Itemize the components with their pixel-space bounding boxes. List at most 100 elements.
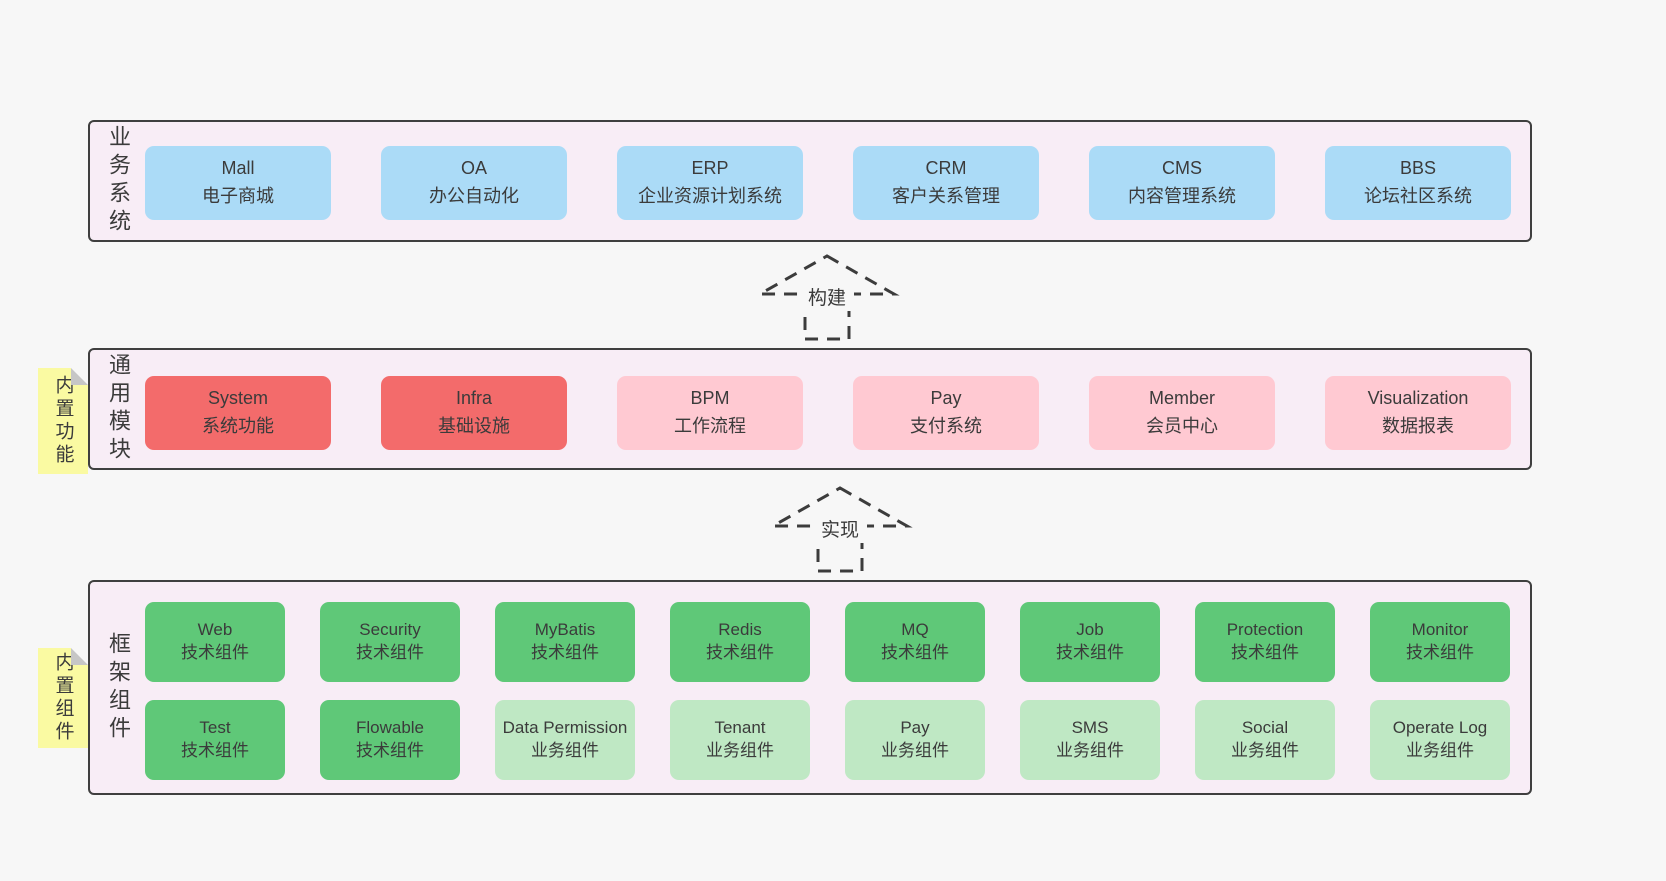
box-bpm: BPM 工作流程 [617,376,803,450]
box-title: BPM [690,388,730,409]
box-title: Test [199,718,231,738]
build-arrow: 构建 [754,254,900,341]
box-title: Operate Log [1392,718,1488,738]
box-subtitle: 支付系统 [910,416,982,436]
box-redis: Redis 技术组件 [670,602,810,682]
box-subtitle: 系统功能 [202,416,274,436]
component-boxes-row2: Test 技术组件 Flowable 技术组件 Data Permission … [145,700,1510,780]
note-built-in-components: 内置组件 [38,648,88,748]
band-business-label: 业务系统 [106,125,131,237]
note-text: 内置组件 [52,652,74,744]
box-title: Flowable [355,718,425,738]
band-modules-label: 通用模块 [106,353,131,465]
box-title: Job [1076,620,1104,640]
box-job: Job 技术组件 [1020,602,1160,682]
implement-arrow: 实现 [767,486,913,573]
box-subtitle: 业务组件 [531,741,599,760]
box-subtitle: 基础设施 [438,416,510,436]
box-title: Security [359,620,421,640]
box-social: Social 业务组件 [1195,700,1335,780]
box-subtitle: 内容管理系统 [1128,186,1236,206]
box-title: CMS [1162,158,1202,179]
box-subtitle: 数据报表 [1382,416,1454,436]
box-data-permission: Data Permission 业务组件 [495,700,635,780]
box-subtitle: 会员中心 [1146,416,1218,436]
box-subtitle: 工作流程 [674,416,746,436]
box-title: Social [1241,718,1289,738]
business-boxes: Mall 电子商城 OA 办公自动化 ERP 企业资源计划系统 CRM 客户关系… [145,146,1511,220]
box-pay-component: Pay 业务组件 [845,700,985,780]
box-title: MyBatis [534,620,596,640]
note-text: 内置功能 [52,375,74,467]
box-oa: OA 办公自动化 [381,146,567,220]
box-mq: MQ 技术组件 [845,602,985,682]
implement-arrow-label: 实现 [821,519,859,541]
box-title: BBS [1399,158,1437,179]
box-visualization: Visualization 数据报表 [1325,376,1511,450]
box-title: MQ [901,620,929,640]
box-sms: SMS 业务组件 [1020,700,1160,780]
box-title: Member [1148,388,1215,409]
box-title: Infra [455,388,493,409]
box-mybatis: MyBatis 技术组件 [495,602,635,682]
box-title: Mall [221,158,255,179]
box-infra: Infra 基础设施 [381,376,567,450]
box-mall: Mall 电子商城 [145,146,331,220]
band-common-modules: 通用模块 System 系统功能 Infra 基础设施 BPM 工作流程 Pay… [88,348,1532,470]
box-title: Data Permission [502,718,628,738]
box-bbs: BBS 论坛社区系统 [1325,146,1511,220]
component-boxes-row1: Web 技术组件 Security 技术组件 MyBatis 技术组件 Redi… [145,602,1510,682]
box-subtitle: 业务组件 [706,741,774,760]
box-subtitle: 电子商城 [202,186,274,206]
box-flowable: Flowable 技术组件 [320,700,460,780]
box-crm: CRM 客户关系管理 [853,146,1039,220]
box-subtitle: 业务组件 [881,741,949,760]
box-subtitle: 技术组件 [1231,643,1299,662]
box-subtitle: 技术组件 [356,741,424,760]
box-title: SMS [1071,718,1109,738]
box-title: ERP [691,158,729,179]
box-test: Test 技术组件 [145,700,285,780]
box-subtitle: 业务组件 [1406,741,1474,760]
box-subtitle: 技术组件 [1056,643,1124,662]
box-subtitle: 技术组件 [1406,643,1474,662]
box-tenant: Tenant 业务组件 [670,700,810,780]
module-boxes: System 系统功能 Infra 基础设施 BPM 工作流程 Pay 支付系统… [145,376,1511,450]
box-subtitle: 论坛社区系统 [1364,186,1472,206]
box-pay-module: Pay 支付系统 [853,376,1039,450]
box-web: Web 技术组件 [145,602,285,682]
box-subtitle: 技术组件 [881,643,949,662]
box-title: Protection [1226,620,1304,640]
box-system: System 系统功能 [145,376,331,450]
arrow-label-bg [813,513,867,543]
box-security: Security 技术组件 [320,602,460,682]
box-subtitle: 技术组件 [531,643,599,662]
build-arrow-label: 构建 [808,287,846,309]
box-protection: Protection 技术组件 [1195,602,1335,682]
box-title: Pay [900,718,930,738]
box-subtitle: 企业资源计划系统 [638,186,782,206]
box-erp: ERP 企业资源计划系统 [617,146,803,220]
box-subtitle: 技术组件 [706,643,774,662]
arrow-label-bg [800,281,854,311]
box-subtitle: 技术组件 [356,643,424,662]
band-components-label: 框架组件 [106,631,131,744]
box-title: Visualization [1367,388,1469,409]
box-title: Redis [718,620,762,640]
box-title: OA [460,158,487,179]
box-subtitle: 技术组件 [181,741,249,760]
band-framework-components: 框架组件 Web 技术组件 Security 技术组件 MyBatis 技术组件… [88,580,1532,795]
box-cms: CMS 内容管理系统 [1089,146,1275,220]
box-subtitle: 业务组件 [1056,741,1124,760]
box-title: Web [197,620,233,640]
box-title: System [207,388,268,409]
band-business-systems: 业务系统 Mall 电子商城 OA 办公自动化 ERP 企业资源计划系统 CRM… [88,120,1532,242]
box-member: Member 会员中心 [1089,376,1275,450]
box-subtitle: 技术组件 [181,643,249,662]
box-title: Monitor [1411,620,1469,640]
box-subtitle: 客户关系管理 [892,186,1000,206]
box-subtitle: 业务组件 [1231,741,1299,760]
box-subtitle: 办公自动化 [429,186,519,206]
box-title: Tenant [714,718,766,738]
